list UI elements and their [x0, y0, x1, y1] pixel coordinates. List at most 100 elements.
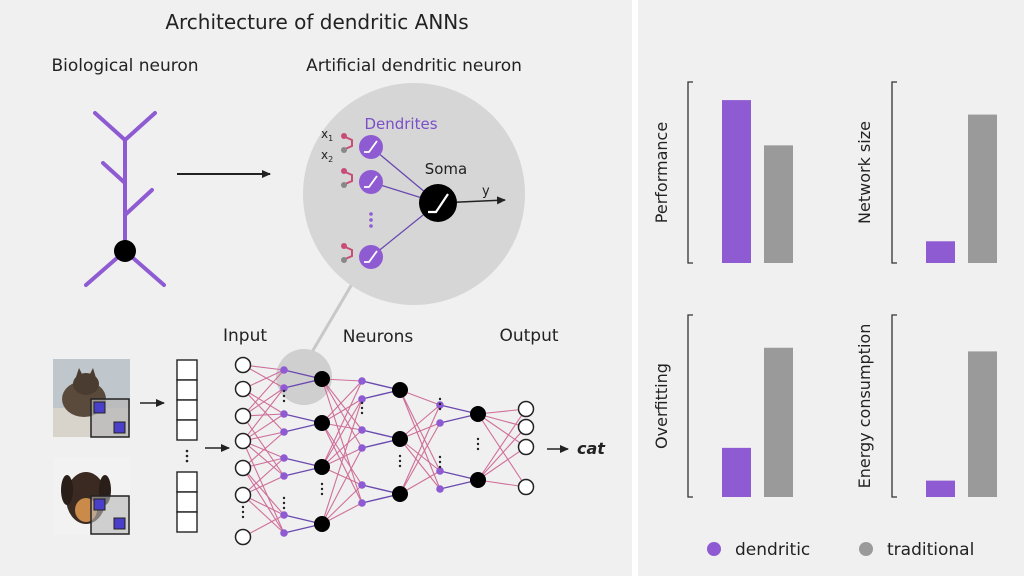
- layer-ellipsis-dot: [360, 406, 364, 410]
- layer-ellipsis-dot: [282, 389, 286, 393]
- layer-ellipsis-dot: [320, 482, 324, 486]
- hidden-neuron: [392, 431, 408, 447]
- biological-soma: [114, 240, 136, 262]
- y-axis: [687, 81, 693, 264]
- soma-activation-icon: [428, 193, 449, 214]
- dendrite-node: [280, 454, 288, 462]
- connection-line: [321, 380, 363, 468]
- connection-line: [399, 422, 441, 495]
- output-node: [517, 478, 535, 496]
- input-node: [234, 459, 252, 477]
- connection-line: [477, 413, 527, 448]
- bar-chart: Overfitting: [652, 314, 793, 498]
- input-node: [234, 486, 252, 504]
- traditional-bar: [968, 114, 997, 263]
- connection-line: [321, 422, 363, 504]
- hidden-neuron: [392, 486, 408, 502]
- connection-line: [242, 440, 285, 477]
- dendrite-node: [436, 419, 444, 427]
- layer-ellipsis-dot: [476, 437, 480, 441]
- hidden-neuron: [470, 472, 486, 488]
- input-node: [234, 407, 252, 425]
- connection-line: [321, 378, 363, 504]
- input-vector-ellipsis: [185, 449, 189, 463]
- artificial-neuron-zoom: [303, 83, 525, 305]
- layer-ellipsis-dot: [320, 492, 324, 496]
- dendrite-node: [358, 444, 366, 452]
- connection-line: [321, 398, 363, 468]
- layer-ellipsis-dot: [438, 465, 442, 469]
- dendrite-unit: [341, 168, 383, 194]
- layer-ellipsis-dot: [398, 459, 402, 463]
- connection-line: [477, 413, 527, 488]
- input-x1-label: x1: [321, 127, 333, 143]
- dendritic-bar: [926, 241, 955, 263]
- zoom-highlight: [276, 349, 332, 405]
- y-axis: [891, 314, 897, 498]
- legend-dendritic-label: dendritic: [735, 540, 810, 560]
- dendritic-bar: [722, 447, 751, 497]
- input-vector: [176, 359, 198, 533]
- dendrite-unit: [341, 133, 383, 159]
- connection-line: [477, 446, 527, 481]
- input-node: [234, 432, 252, 450]
- connection-line: [242, 457, 285, 496]
- connection-line: [477, 426, 527, 481]
- layer-ellipsis-dot: [360, 401, 364, 405]
- cat-image: [53, 359, 130, 438]
- bar-chart: Performance: [652, 81, 793, 264]
- input-node: [234, 356, 252, 374]
- connection-line: [242, 369, 285, 417]
- output-node: [517, 438, 535, 456]
- input-x2-label: x2: [321, 148, 333, 164]
- connection-line: [321, 380, 363, 424]
- connection-line: [399, 438, 441, 472]
- layer-ellipsis-dot: [438, 460, 442, 464]
- y-axis: [891, 81, 897, 264]
- layer-ellipsis-dot: [282, 496, 286, 500]
- connection-line: [321, 378, 363, 449]
- connection-line: [242, 494, 285, 534]
- connection-line: [242, 415, 285, 477]
- y-axis-label: Energy consumption: [855, 324, 874, 489]
- layer-ellipsis-dot: [476, 447, 480, 451]
- dendrite-node: [358, 377, 366, 385]
- traditional-bar: [764, 347, 793, 497]
- dendrite-node: [280, 410, 288, 418]
- connection-line: [399, 438, 441, 490]
- dendrite-node: [280, 472, 288, 480]
- layer-ellipsis-dot: [241, 505, 245, 509]
- dendrite-node: [280, 384, 288, 392]
- dendritic-bar: [722, 100, 751, 263]
- dendrite-node: [436, 485, 444, 493]
- input-node: [234, 380, 252, 398]
- layer-ellipsis-dot: [398, 464, 402, 468]
- connection-line: [321, 378, 363, 431]
- dendrite-node: [436, 467, 444, 475]
- dendrite-ellipsis: [369, 212, 373, 228]
- input-layer-label: Input: [223, 326, 267, 346]
- connection-line: [399, 404, 441, 495]
- layer-ellipsis-dot: [438, 397, 442, 401]
- predicted-class: cat: [577, 439, 606, 458]
- layer-ellipsis-dot: [438, 455, 442, 459]
- connection-line: [242, 467, 285, 534]
- output-node: [517, 400, 535, 418]
- dendrite-node: [280, 366, 288, 374]
- hidden-neuron: [314, 459, 330, 475]
- layer-ellipsis-dot: [282, 501, 286, 505]
- zoom-connector: [310, 278, 357, 353]
- layer-ellipsis-dot: [360, 411, 364, 415]
- legend-traditional-label: traditional: [887, 540, 974, 560]
- layer-ellipsis-dot: [282, 506, 286, 510]
- layer-ellipsis-dot: [282, 399, 286, 403]
- y-axis-label: Network size: [855, 121, 874, 224]
- soma-node: [419, 184, 457, 222]
- layer-ellipsis-dot: [241, 515, 245, 519]
- connection-line: [321, 447, 363, 525]
- connection-line: [321, 484, 363, 525]
- layer-ellipsis-dot: [241, 510, 245, 514]
- output-y-label: y: [482, 184, 490, 199]
- dendrite-node: [358, 395, 366, 403]
